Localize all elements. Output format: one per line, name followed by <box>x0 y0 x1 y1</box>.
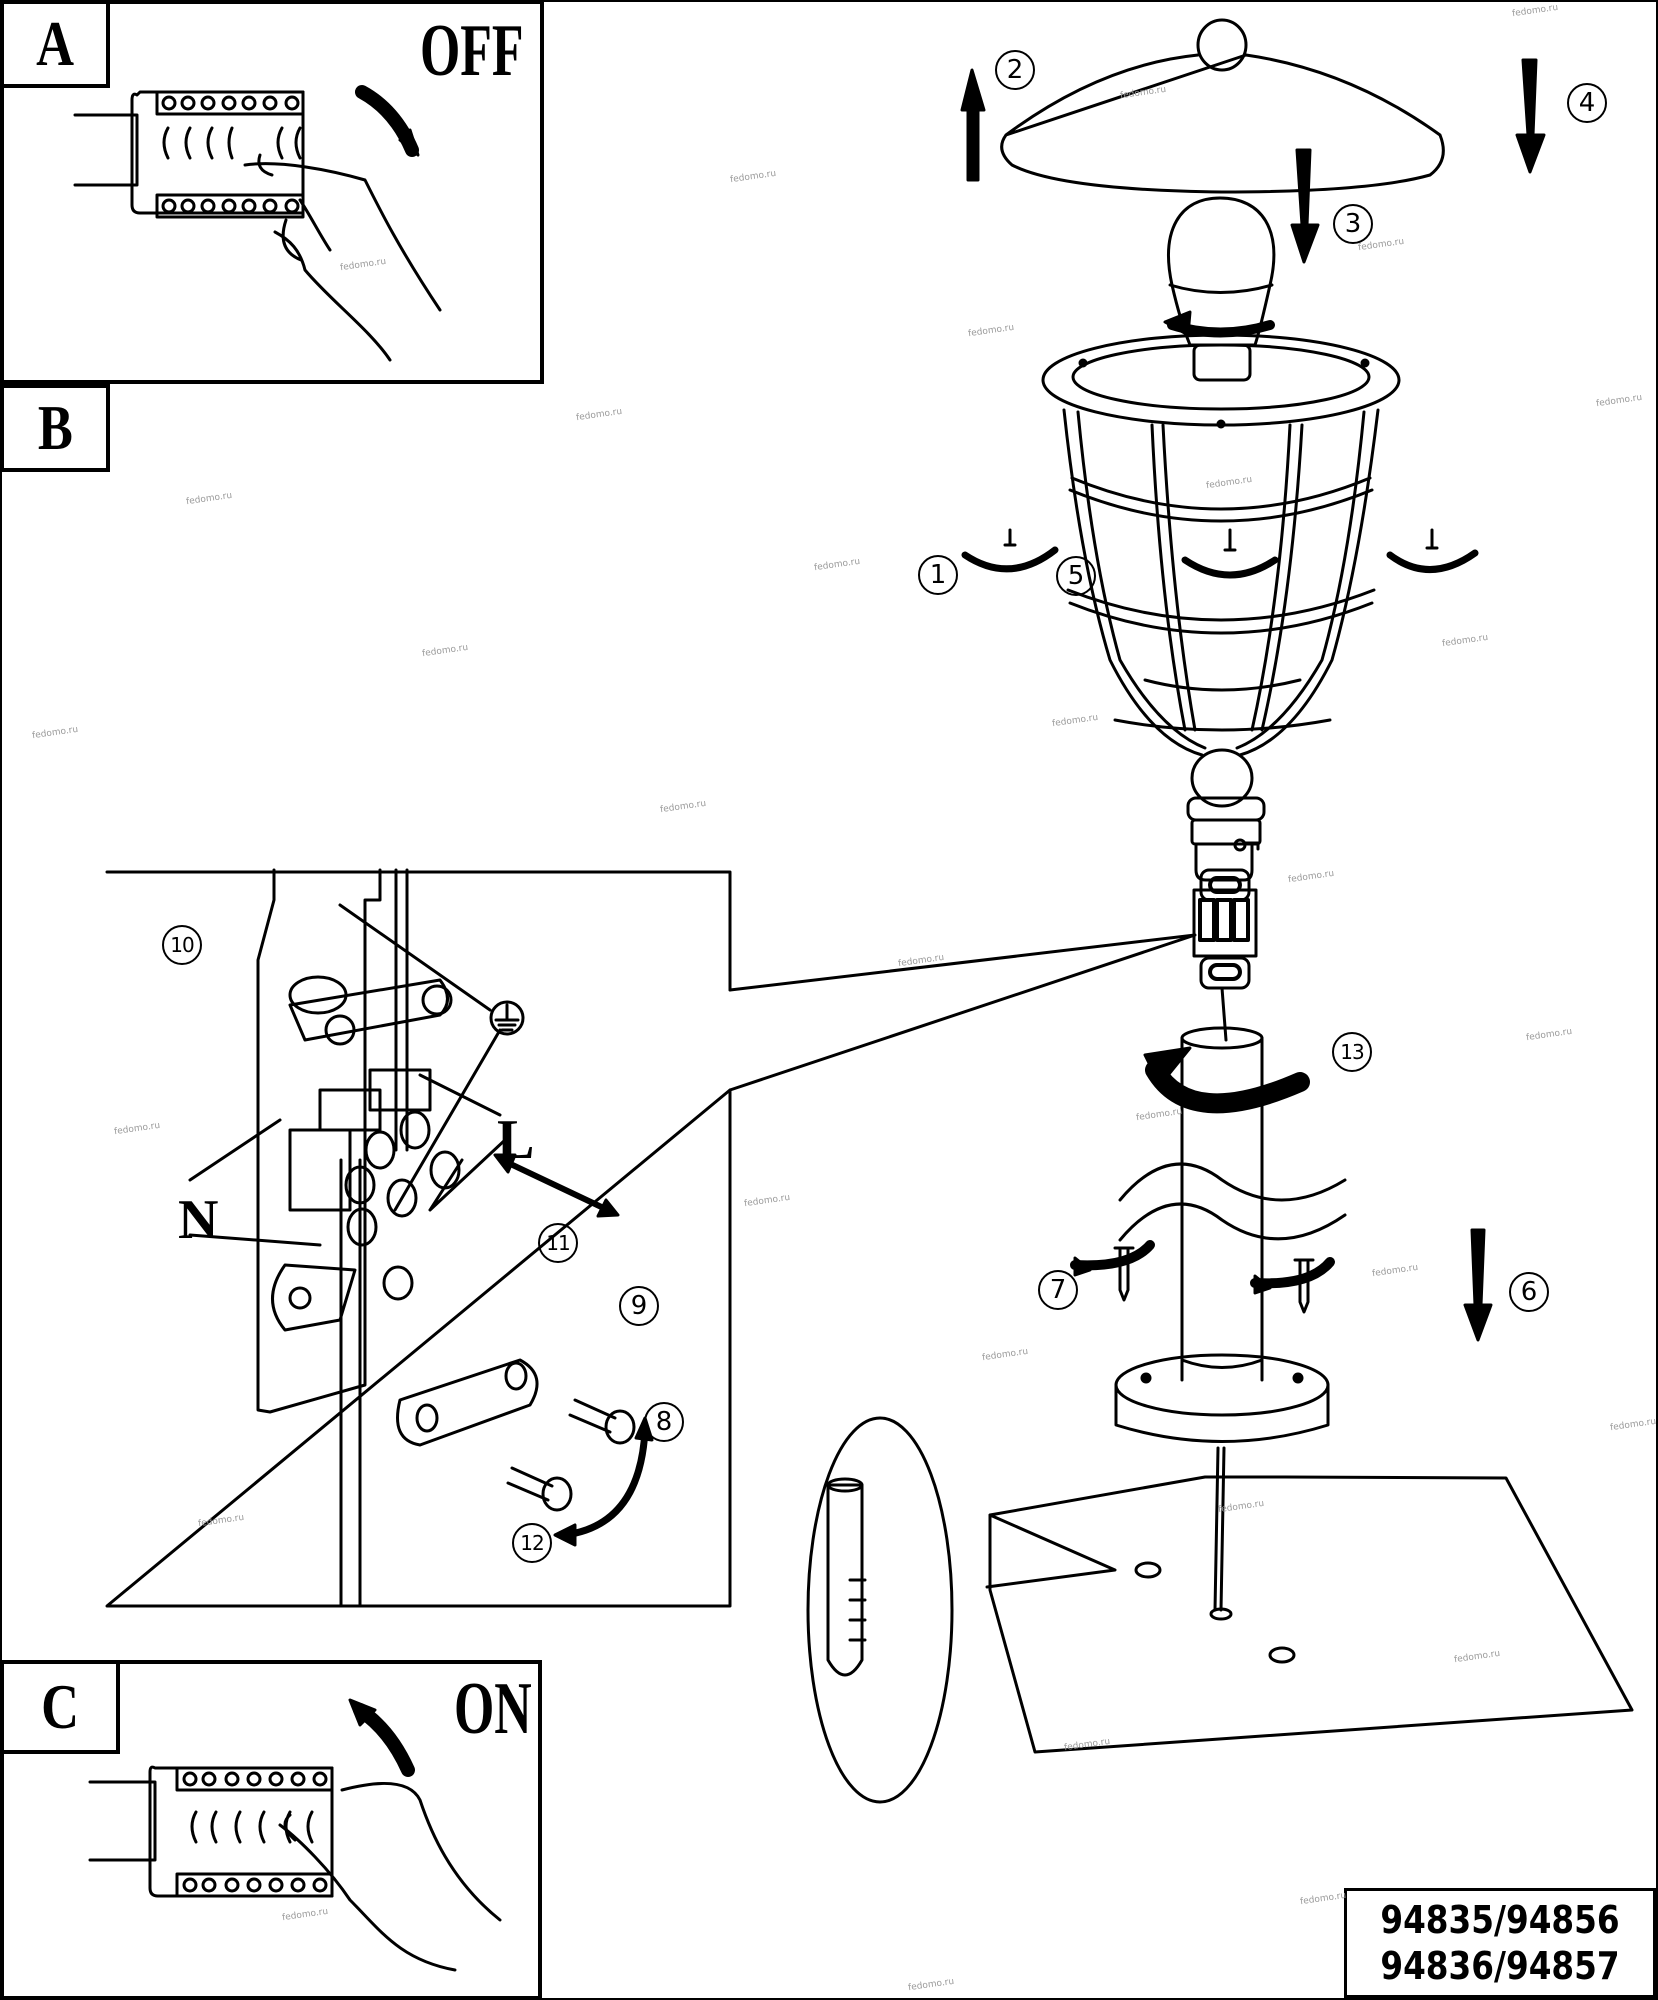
hand-a <box>243 153 442 362</box>
light-bulb <box>1167 196 1276 382</box>
wall-plug-detail <box>806 1416 1117 1804</box>
step-number-12: 12 <box>512 1523 552 1563</box>
lamp-shade <box>1000 18 1445 194</box>
breaker-terminals-top-a <box>155 90 305 116</box>
section-label-c: C <box>0 1660 120 1754</box>
live-wire-label: L <box>497 1109 535 1171</box>
arrow-down-step-4 <box>1515 58 1546 174</box>
model-number-box: 94835/94856 94836/94857 <box>1344 1888 1656 1998</box>
step-number-7: 7 <box>1038 1270 1078 1310</box>
section-label-a-text: A <box>36 8 74 79</box>
model-number-line-1: 94835/94856 <box>1380 1898 1620 1942</box>
section-label-b-text: B <box>37 392 73 463</box>
section-label-b: B <box>0 384 110 472</box>
on-caption: ON <box>454 1672 565 1746</box>
screw-rotate-arrows-step-1 <box>961 528 1479 579</box>
mounting-surface <box>988 1475 1634 1754</box>
step-number-8: 8 <box>644 1402 684 1442</box>
terminal-block-stem <box>1192 868 1258 1042</box>
off-caption-text: OFF <box>420 10 524 92</box>
breaker-panel-c <box>88 1698 502 1972</box>
step-number-2: 2 <box>995 50 1035 90</box>
step-number-6: 6 <box>1509 1272 1549 1312</box>
step-number-5: 5 <box>1056 556 1096 596</box>
on-caption-text: ON <box>454 1668 532 1750</box>
off-caption: OFF <box>420 14 568 88</box>
earth-ground-icon <box>491 1002 523 1034</box>
rotate-arrow-step-13 <box>1145 1060 1310 1114</box>
step-number-9: 9 <box>619 1286 659 1326</box>
detail-callout-lines <box>728 933 1197 1092</box>
lamp-post <box>1070 1026 1347 1612</box>
step-number-13: 13 <box>1332 1032 1372 1072</box>
section-label-c-text: C <box>41 1671 79 1742</box>
breaker-panel-a <box>73 85 442 362</box>
model-number-line-2: 94836/94857 <box>1380 1944 1620 1988</box>
step-number-3: 3 <box>1333 204 1373 244</box>
double-arrow-step-9 <box>499 1157 615 1215</box>
arrow-down-step-6 <box>1463 1228 1493 1342</box>
step-number-11: 11 <box>538 1223 578 1263</box>
arrow-down-step-3 <box>1290 148 1320 264</box>
section-label-a: A <box>0 0 110 88</box>
curved-arrow-step-12 <box>561 1426 649 1539</box>
step-number-10: 10 <box>162 925 202 965</box>
hand-c <box>278 1781 502 1972</box>
arrow-up-step-2 <box>960 68 986 182</box>
step-number-4: 4 <box>1567 83 1607 123</box>
lantern-top <box>1041 333 1401 429</box>
lantern-cage <box>1062 408 1380 882</box>
step-number-1: 1 <box>918 555 958 595</box>
panel-a-switch-off <box>0 0 544 384</box>
neutral-wire-label: N <box>178 1189 219 1251</box>
